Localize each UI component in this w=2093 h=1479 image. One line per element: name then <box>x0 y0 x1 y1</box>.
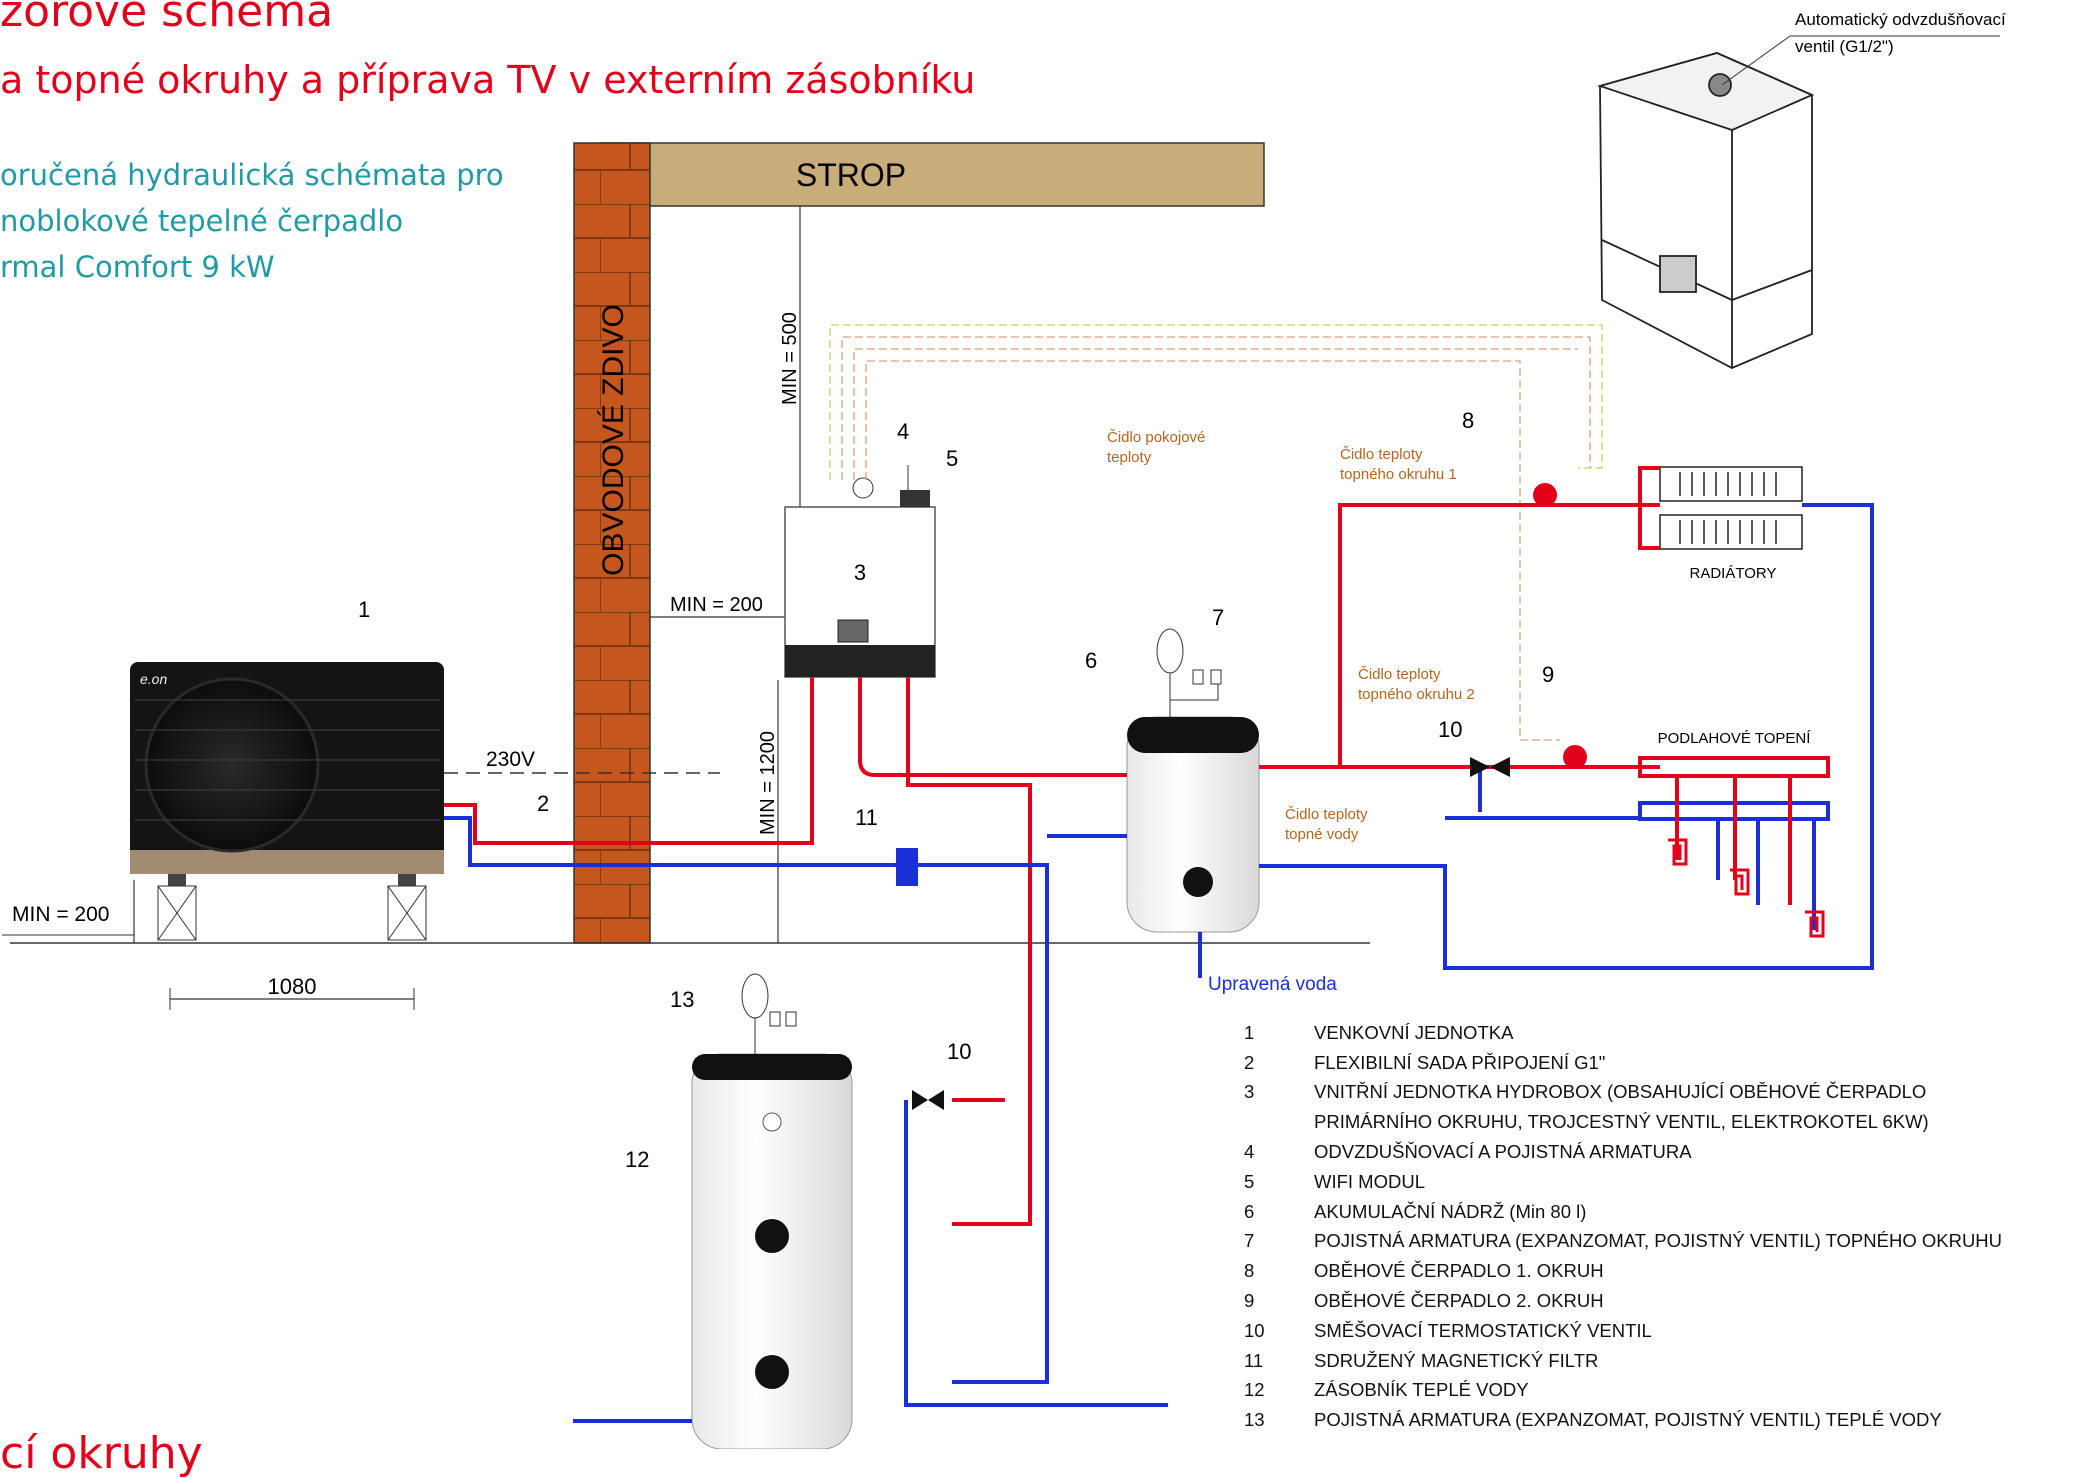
callout-12: 12 <box>625 1147 649 1172</box>
page-title: zorové schéma <box>0 0 334 37</box>
air-vent-label-2: ventil (G1/2") <box>1795 37 1894 56</box>
room-sensor-label-1: Čidlo pokojové <box>1107 429 1205 446</box>
floor-heating-label: PODLAHOVÉ TOPENÍ <box>1658 730 1812 747</box>
radiators-label: RADIÁTORY <box>1690 565 1777 582</box>
indoor-unit-illustration <box>1596 52 1815 369</box>
air-vent-label-1: Automatický odvzdušňovací <box>1795 10 2006 29</box>
description-line-3: rmal Comfort 9 kW <box>0 250 275 284</box>
ceiling-beam <box>599 142 1265 207</box>
wall-label: OBVODOVÉ ZDIVO <box>597 304 630 576</box>
description-line-2: noblokové tepelné čerpadlo <box>0 204 404 238</box>
sensor-c2-label-2: topného okruhu 2 <box>1358 686 1475 703</box>
voltage-label: 230V <box>486 748 535 771</box>
ceiling-label: STROP <box>796 157 906 193</box>
svg-text:3: 3 <box>854 560 866 585</box>
mixing-valve-dhw <box>912 1090 944 1110</box>
sensor-water-label-2: topné vody <box>1285 826 1359 843</box>
floor-supply-manifold <box>1638 756 1830 778</box>
pump-circuit-1 <box>1533 483 1557 507</box>
callout-7: 7 <box>1212 605 1224 630</box>
callout-13: 13 <box>670 987 694 1012</box>
outdoor-brand: e.on <box>140 671 167 687</box>
sensor-c2-label-1: Čidlo teploty <box>1358 666 1441 683</box>
callout-6: 6 <box>1085 648 1097 673</box>
outdoor-unit: e.on <box>130 662 444 941</box>
treated-water-label: Upravená voda <box>1208 974 1337 995</box>
pump-circuit-2 <box>1563 745 1587 769</box>
callout-10b: 10 <box>947 1039 971 1064</box>
accumulation-tank <box>1126 628 1260 933</box>
sensor-water-label-1: Čidlo teploty <box>1285 806 1368 823</box>
page-subtitle: a topné okruhy a příprava TV v externím … <box>0 58 976 102</box>
radiators <box>1659 466 1803 550</box>
room-sensor-label-2: teploty <box>1107 449 1152 466</box>
callout-9: 9 <box>1542 662 1554 687</box>
callout-8: 8 <box>1462 408 1474 433</box>
min-1200-label: MIN = 1200 <box>757 731 779 835</box>
min-200-ground-label: MIN = 200 <box>12 903 109 926</box>
callout-1: 1 <box>358 597 370 622</box>
min-500-label: MIN = 500 <box>779 312 801 405</box>
mixing-valve <box>1470 757 1510 777</box>
callout-10: 10 <box>1438 717 1462 742</box>
hot-water-tank <box>691 973 853 1449</box>
hydraulic-diagram: STROP OBVODOVÉ ZDIVO MIN = 500 MIN = 200… <box>2 10 2006 1449</box>
min-200-wall-label: MIN = 200 <box>670 594 763 616</box>
callout-5: 5 <box>946 446 958 471</box>
dim-1080-label: 1080 <box>268 974 317 999</box>
legend-row: PRIMÁRNÍHO OKRUHU, TROJCESTNÝ VENTIL, EL… <box>1314 1111 1929 1133</box>
sensor-c1-label-1: Čidlo teploty <box>1340 446 1423 463</box>
description-line-1: oručená hydraulická schémata pro <box>0 158 504 192</box>
callout-11: 11 <box>855 805 878 830</box>
indoor-unit: 3 <box>784 465 936 678</box>
magnetic-filter <box>896 848 918 886</box>
callout-2: 2 <box>537 791 549 816</box>
exterior-wall <box>573 142 651 944</box>
sensor-c1-label-2: topného okruhu 1 <box>1340 466 1457 483</box>
callout-4: 4 <box>897 419 909 444</box>
